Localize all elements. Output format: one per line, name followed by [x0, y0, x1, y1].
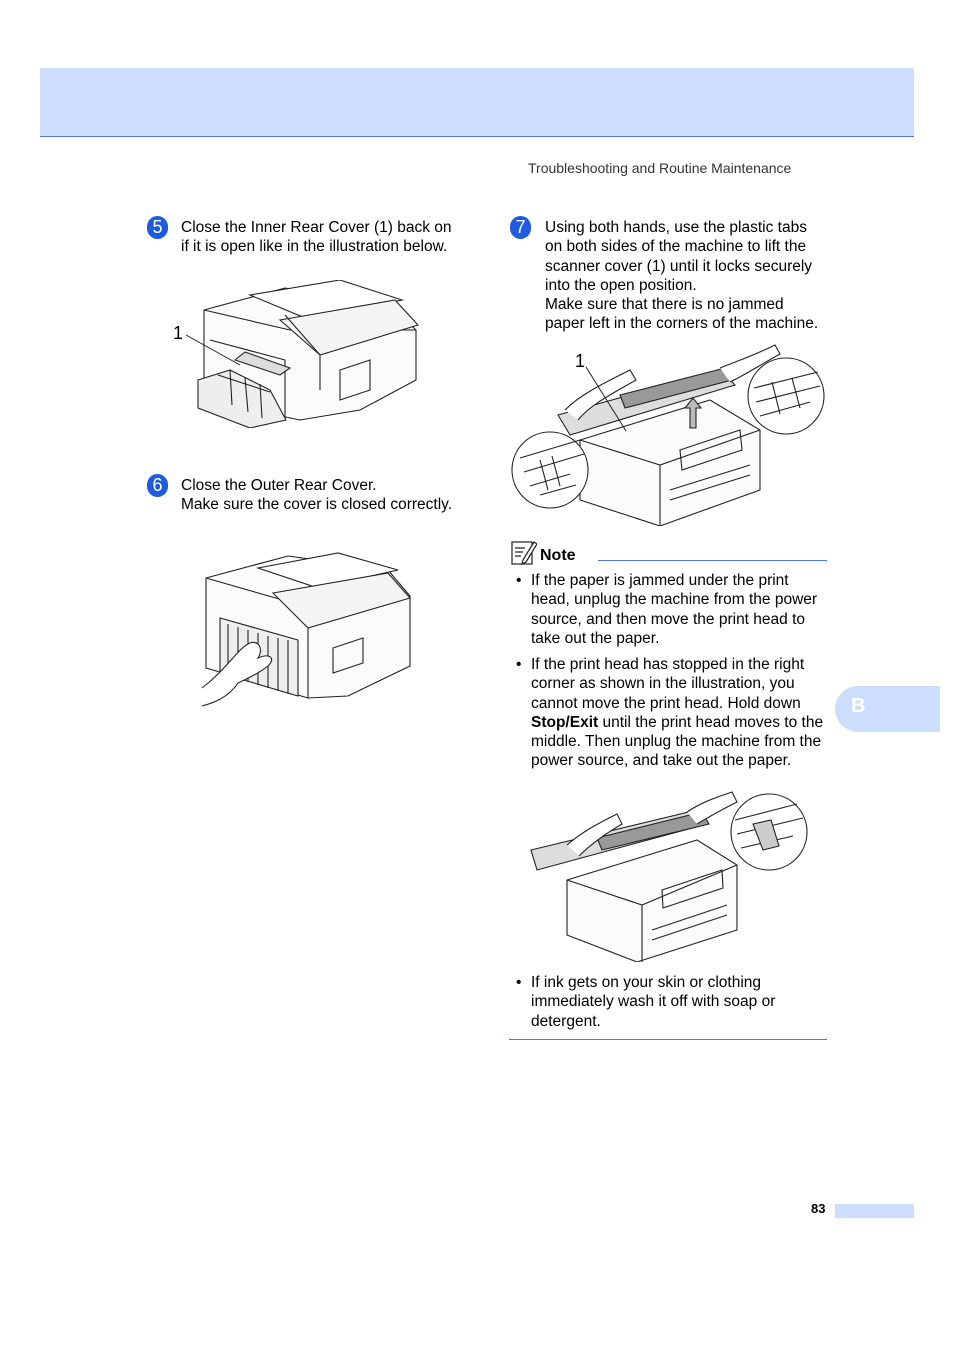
step-number-badge: 7	[510, 216, 531, 239]
bullet-dot-icon: •	[516, 974, 522, 991]
stop-exit-key-label: Stop/Exit	[531, 713, 599, 731]
bullet-text: If ink gets on your skin or clothing imm…	[531, 974, 776, 1030]
bullet-text-pre: If the print head has stopped in the rig…	[531, 656, 805, 712]
step-text: Close the Outer Rear Cover. Make sure th…	[181, 477, 453, 514]
note-bullet: • If the print head has stopped in the r…	[509, 655, 827, 775]
note-bullet: • If the paper is jammed under the print…	[509, 571, 827, 651]
callout-leader-line	[185, 334, 241, 366]
bullet-dot-icon: •	[516, 656, 522, 673]
callout-inner-rear-cover: 1	[173, 323, 184, 343]
note-bullet: • If ink gets on your skin or clothing i…	[509, 973, 827, 1033]
bullet-text-post: until the print head moves to the middle…	[531, 713, 824, 770]
note-rule-top	[598, 560, 827, 561]
callout-scanner-cover: 1	[575, 351, 586, 371]
note-box: Note • If the paper is jammed under the …	[509, 538, 827, 1042]
bullet-dot-icon: •	[516, 572, 522, 589]
bullet-text: If the print head has stopped in the rig…	[531, 655, 827, 771]
step-6: 6 Close the Outer Rear Cover. Make sure …	[147, 474, 477, 518]
step-7: 7 Using both hands, use the plastic tabs…	[510, 216, 840, 336]
footer-bar	[835, 1204, 914, 1218]
note-pencil-icon	[509, 538, 538, 573]
step-5: 5 Close the Inner Rear Cover (1) back on…	[147, 216, 477, 260]
note-label: Note	[540, 547, 576, 564]
page-number: 83	[811, 1201, 826, 1216]
print-head-illustration	[527, 790, 809, 962]
step-number-badge: 6	[147, 474, 168, 497]
outer-rear-cover-illustration	[198, 548, 418, 708]
step-text: Using both hands, use the plastic tabs o…	[545, 219, 819, 333]
inner-rear-cover-illustration	[190, 280, 430, 428]
bullet-text: If the paper is jammed under the print h…	[531, 572, 818, 647]
callout-leader-line	[585, 366, 627, 432]
note-rule-bottom	[509, 1039, 827, 1040]
scanner-cover-illustration	[510, 340, 826, 526]
step-text: Close the Inner Rear Cover (1) back on i…	[181, 219, 452, 256]
chapter-side-tab: B	[835, 686, 940, 732]
step-number-badge: 5	[147, 216, 168, 239]
chapter-letter: B	[851, 695, 866, 717]
running-head: Troubleshooting and Routine Maintenance	[528, 160, 792, 176]
header-band	[40, 68, 914, 137]
